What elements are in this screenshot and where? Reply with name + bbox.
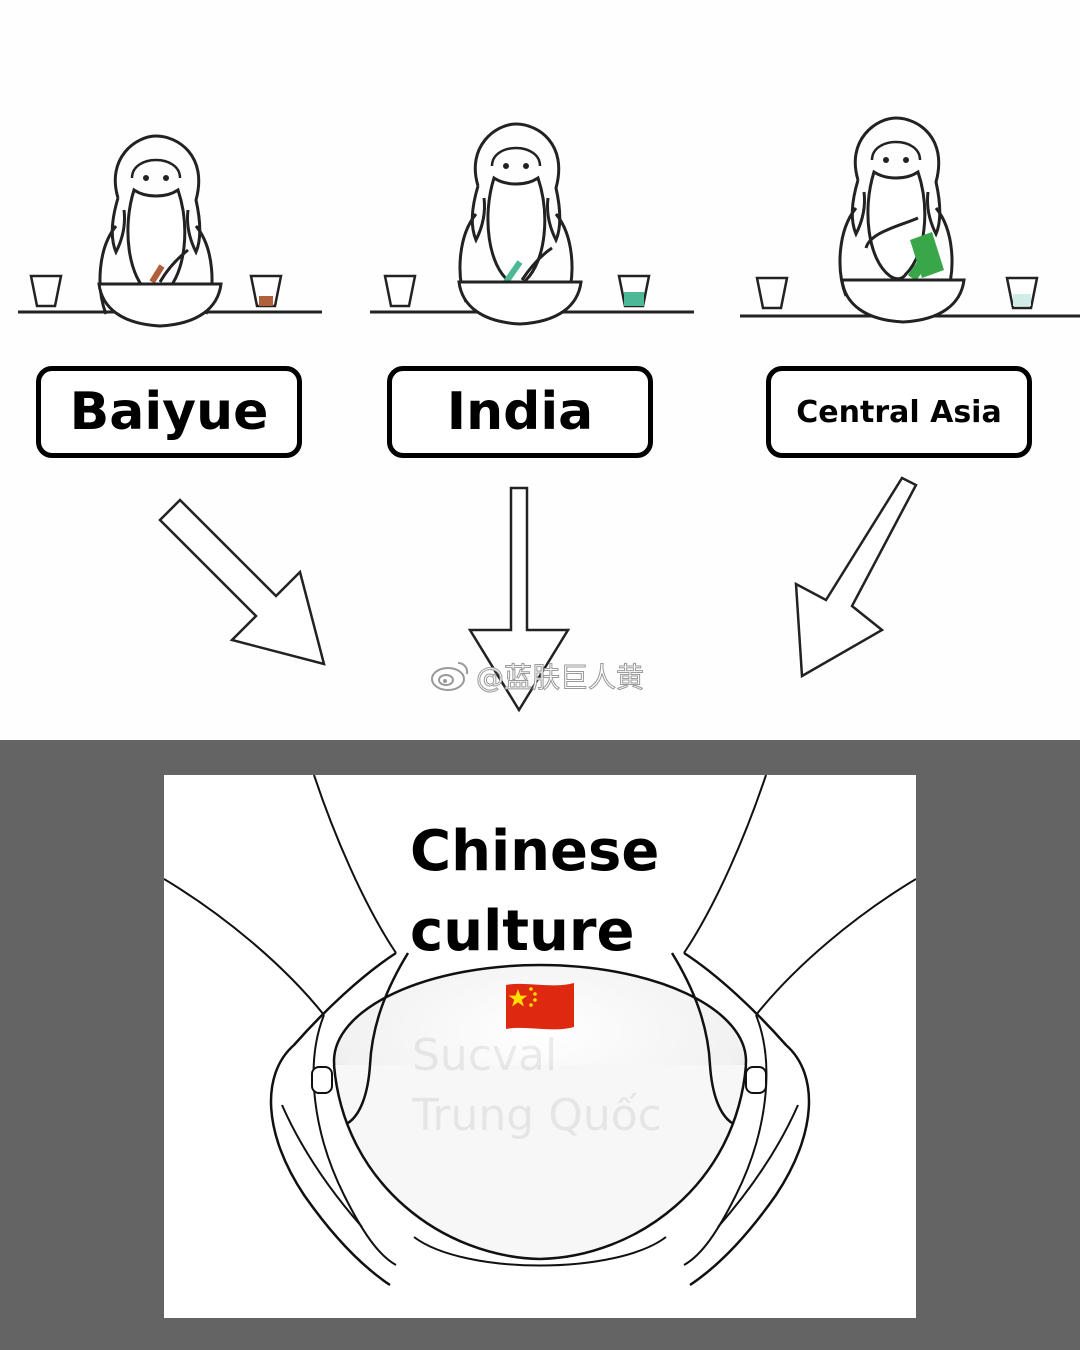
- label-baiyue-text: Baiyue: [70, 382, 269, 442]
- result-title: Chinese culture: [410, 812, 710, 972]
- arrow-baiyue: [160, 500, 324, 664]
- chef-india: [370, 124, 694, 324]
- label-india: India: [387, 366, 653, 458]
- faint-text-line2: Trung Quốc: [412, 1090, 662, 1141]
- label-india-text: India: [447, 382, 594, 442]
- label-baiyue: Baiyue: [36, 366, 302, 458]
- label-central-asia-text: Central Asia: [796, 395, 1001, 430]
- label-central-asia: Central Asia: [766, 366, 1032, 458]
- top-illustration: Baiyue India Central Asia @蓝肤巨人黄: [0, 0, 1080, 740]
- result-title-line2: culture: [410, 892, 710, 972]
- china-flag-icon: [506, 983, 574, 1029]
- watermark-text: @蓝肤巨人黄: [476, 656, 644, 696]
- result-title-line1: Chinese: [410, 812, 710, 892]
- chef-central-asia: [740, 118, 1080, 322]
- arrow-central-asia: [796, 478, 916, 676]
- faint-text-line1: Sucval: [412, 1030, 557, 1081]
- watermark: @蓝肤巨人黄: [430, 656, 644, 696]
- weibo-icon: [430, 659, 470, 693]
- chef-baiyue: [18, 136, 322, 326]
